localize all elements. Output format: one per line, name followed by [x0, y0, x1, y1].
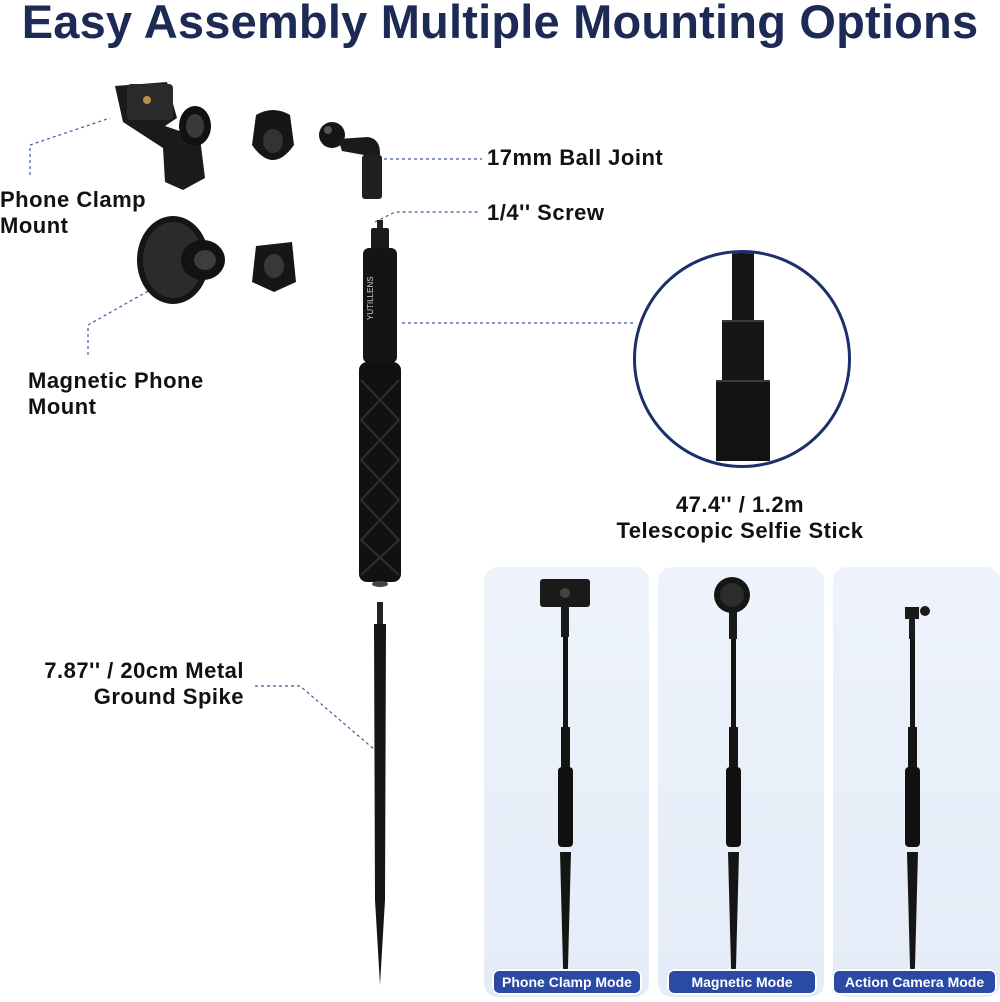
- magnetic-phone-mount-image: [137, 216, 225, 304]
- telescopic-detail-zoom: [633, 250, 851, 468]
- locking-knob-image: [252, 110, 294, 160]
- ball-joint-image: [319, 122, 382, 199]
- action-camera-mode-panel: [833, 567, 1000, 997]
- magnetic-mode-panel: [658, 567, 824, 997]
- telescopic-section-image: [716, 253, 770, 461]
- magnetic-mode-button[interactable]: Magnetic Mode: [667, 969, 817, 995]
- hex-nut-image: [252, 242, 296, 292]
- action-camera-mode-image: [905, 606, 930, 985]
- stick-label: 47.4'' / 1.2m Telescopic Selfie Stick: [616, 492, 864, 543]
- phone-clamp-mode-image: [540, 579, 590, 985]
- page-title: Easy Assembly Multiple Mounting Options: [21, 0, 979, 48]
- magnetic-mount-label: Magnetic Phone Mount: [28, 368, 204, 419]
- screw-label: 1/4'' Screw: [487, 200, 605, 225]
- ground-spike-image: [374, 602, 386, 985]
- action-camera-mode-button[interactable]: Action Camera Mode: [832, 969, 997, 995]
- ground-spike-label: 7.87'' / 20cm Metal Ground Spike: [44, 658, 244, 709]
- selfie-stick-image: YUTILLENS: [359, 220, 401, 587]
- phone-clamp-mode-button[interactable]: Phone Clamp Mode: [492, 969, 642, 995]
- phone-clamp-mount-image: [115, 82, 211, 190]
- ball-joint-label: 17mm Ball Joint: [487, 145, 664, 170]
- magnetic-mode-image: [714, 577, 750, 985]
- stick-brand: YUTILLENS: [366, 276, 375, 320]
- phone-clamp-mode-panel: [484, 567, 649, 997]
- phone-clamp-label: Phone Clamp Mount: [0, 187, 147, 238]
